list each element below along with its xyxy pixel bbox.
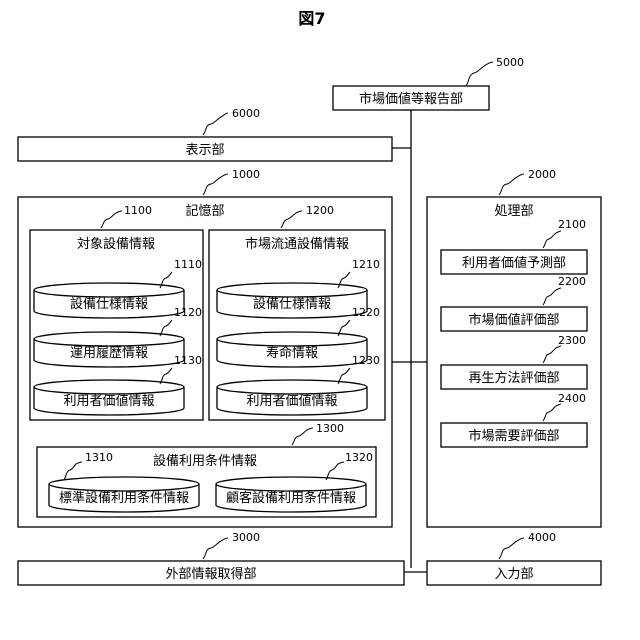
customer-conditions-ref: 1320	[345, 451, 373, 464]
display-unit-ref: 6000	[232, 107, 260, 120]
display-unit-leader	[203, 113, 228, 135]
target-user-value-ref: 1130	[174, 354, 202, 367]
standard-conditions-label: 標準設備利用条件情報	[59, 490, 189, 506]
target-spec-ref: 1110	[174, 258, 202, 271]
report-unit-ref: 5000	[496, 56, 524, 69]
usage-conditions-label: 設備利用条件情報	[153, 453, 257, 469]
input-unit-label: 入力部	[494, 567, 533, 582]
display-unit-label: 表示部	[185, 143, 224, 158]
external-acquisition-ref: 3000	[232, 531, 260, 544]
market-demand-evaluation-label: 市場需要評価部	[468, 428, 559, 444]
market-demand-evaluation-ref: 2400	[558, 392, 586, 405]
user-value-prediction-label: 利用者価値予測部	[462, 255, 566, 271]
user-value-prediction-ref: 2100	[558, 218, 586, 231]
figure-title: 図7	[298, 9, 325, 28]
target-equipment-ref: 1100	[124, 204, 152, 217]
external-acquisition-label: 外部情報取得部	[165, 566, 256, 582]
market-lifespan-ref: 1220	[352, 306, 380, 319]
processing-unit-leader	[499, 174, 524, 195]
target-history-ref: 1120	[174, 306, 202, 319]
market-equipment-ref: 1200	[306, 204, 334, 217]
input-unit-leader	[499, 538, 524, 559]
usage-conditions-ref: 1300	[316, 422, 344, 435]
processing-unit-ref: 2000	[528, 168, 556, 181]
market-user-value-label: 利用者価値情報	[246, 393, 337, 409]
target-equipment-label: 対象設備情報	[77, 236, 155, 252]
standard-conditions-ref: 1310	[85, 451, 113, 464]
regeneration-method-evaluation-label: 再生方法評価部	[468, 370, 559, 386]
customer-conditions-label: 顧客設備利用条件情報	[226, 490, 356, 506]
market-spec-label: 設備仕様情報	[253, 296, 331, 312]
report-unit-label: 市場価値等報告部	[359, 91, 463, 107]
market-value-evaluation-label: 市場価値評価部	[468, 312, 559, 328]
target-spec-label: 設備仕様情報	[70, 296, 148, 312]
market-user-value-ref: 1230	[352, 354, 380, 367]
processing-unit-box	[427, 197, 601, 527]
target-history-label: 運用履歴情報	[70, 346, 148, 361]
regeneration-method-evaluation-ref: 2300	[558, 334, 586, 347]
market-equipment-label: 市場流通設備情報	[245, 236, 349, 252]
processing-unit-label: 処理部	[494, 204, 533, 219]
market-value-evaluation-ref: 2200	[558, 275, 586, 288]
input-unit-ref: 4000	[528, 531, 556, 544]
storage-unit-ref: 1000	[232, 168, 260, 181]
storage-unit-leader	[203, 174, 228, 195]
external-acquisition-leader	[203, 538, 228, 559]
market-lifespan-label: 寿命情報	[266, 345, 318, 361]
market-spec-ref: 1210	[352, 258, 380, 271]
report-unit-leader	[466, 62, 493, 86]
storage-unit-label: 記憶部	[185, 203, 224, 219]
target-user-value-label: 利用者価値情報	[63, 393, 154, 409]
